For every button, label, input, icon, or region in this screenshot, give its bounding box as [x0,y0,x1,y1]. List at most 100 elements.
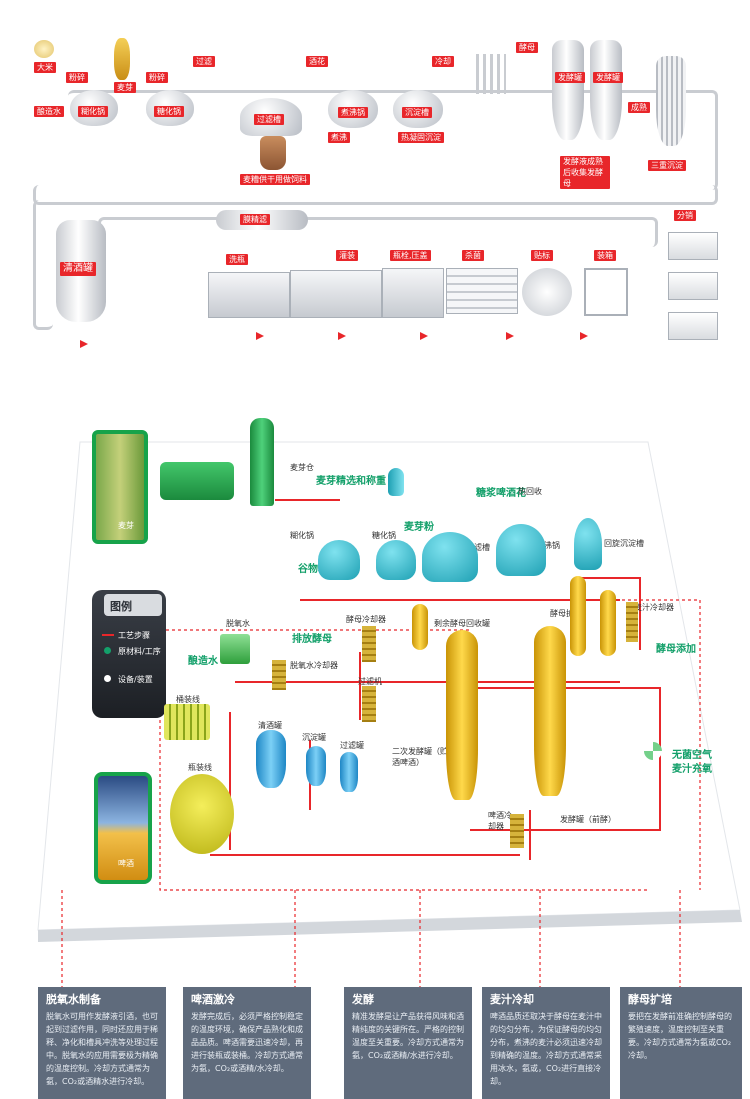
brewing-water-label: 酿造水 [188,656,218,667]
truck-1 [668,232,718,260]
label-deoxy-cooler: 脱氧水冷却器 [290,661,338,670]
pkg-capping-tag: 瓶栓,压盖 [390,250,431,261]
sterile-air-label: 无菌空气 [672,750,712,761]
desc-panel-wort-cool: 麦汁冷却 啤酒品质还取决于酵母在麦汁中的均匀分布，为保证酵母的均匀分布，煮沸的麦… [482,987,610,1099]
fermenter-2 [590,40,622,140]
desc-text: 要把在发酵前准确控制酵母的繁殖速度，温度控制至关重要。冷却方式通常为氨或CO₂冷… [628,1012,732,1060]
washer-machine [208,272,290,318]
yeast-recovery-tag: 发酵液成熟后收集发酵母 [560,156,610,189]
legend-dot-icon [104,647,111,654]
bottom-process-diagram: 麦芽 麦芽精选和称重 麦芽粉 谷物粉 糖浆啤 [0,390,750,1099]
pipe-membrane [98,217,658,247]
fermenter-2-tag: 发酵罐 [593,72,623,83]
desc-text: 发酵完成后，必须严格控制稳定的温度环境，确保产品熟化和成品品质。啤酒需要迅速冷却… [191,1012,303,1073]
label-kettle: 煮沸锅 [536,541,560,550]
label-hot-recovery: 热回收 [518,487,542,496]
desc-title: 麦汁冷却 [490,993,534,1006]
flow-arrow [338,332,346,340]
pipe-return [33,185,718,205]
desc-title: 发酵 [352,993,374,1006]
label-primary: 发酵罐（前酵） [560,815,616,824]
pkg-label-tag: 贴标 [531,250,553,261]
vessel-whirlpool [574,518,602,570]
hops-add-label: 糖浆啤酒花 [476,488,526,499]
label-lauter: 过滤槽 [466,543,490,552]
vessel-yeast-tank-1 [412,604,428,650]
mash-tun-tag: 糖化锅 [154,106,184,117]
flow-arrow [80,340,88,348]
desc-title: 啤酒激冷 [191,993,235,1006]
hot-trub-tag: 热凝固沉淀 [398,132,444,143]
whirlpool-tag: 沉淀槽 [402,107,432,118]
cereal-cooker-tag: 糊化锅 [78,106,108,117]
flow-arrow [506,332,514,340]
vessel-mash-pot [318,540,360,580]
water-tag: 酿造水 [34,106,64,117]
filler-machine [290,270,382,318]
flow-arrow [580,332,588,340]
fan-icon [644,742,662,760]
pkg-package-tag: 装箱 [594,250,616,261]
label-settle-tank: 沉淀罐 [302,733,326,742]
label-whirlpool: 回旋沉淀槽 [604,539,644,548]
label-wort-cooler: 麦汁冷却器 [634,603,674,612]
desc-title: 脱氧水制备 [46,993,101,1006]
vessel-clear-tank [256,730,286,788]
bright-tank-tag: 清酒罐 [60,262,96,276]
yeast-tag: 酵母 [516,42,538,53]
label-mash-pot: 糊化锅 [290,531,314,540]
beer-photo-label: 啤酒 [118,859,134,868]
settling-tank [656,56,686,146]
vessel-small-hopper [388,468,404,496]
label-beer-cooler: 啤酒冷却器 [488,811,512,831]
pkg-filling-tag: 洗瓶 [226,254,248,265]
boiling-tag: 煮沸 [328,132,350,143]
desc-text: 啤酒品质还取决于酵母在麦汁中的均匀分布，为保证酵母的均匀分布，煮沸的麦汁必须迅速… [490,1012,602,1086]
labeler-machine [522,268,572,316]
fermenter-1 [552,40,584,140]
truck-2 [668,272,718,300]
desc-panel-deoxy: 脱氧水制备 脱氧水可用作发酵液引酒，也可起到过滤作用，同时还应用于稀释、净化和槽… [38,987,166,1099]
label-yeast-cooler: 酵母冷却器 [346,615,386,624]
capper-machine [382,268,444,318]
label-rest-yeast: 剩余酵母回收罐 [434,619,490,628]
packer-machine [584,268,628,316]
label-ccv: 二次发酵罐（贮酒啤酒） [392,747,448,767]
beer-photo [94,772,152,884]
legend-item-material: 原材料/工序 [118,647,161,656]
kegging-line [164,704,210,740]
legend-dot-icon [104,675,111,682]
deoxy-unit [220,634,250,664]
vessel-yeast-prop-2 [600,590,616,656]
vessel-ccv-2 [534,626,566,796]
cooling-coil [476,54,506,94]
yeast-cooler-unit [362,626,376,662]
pkg-labeling-tag: 灌装 [336,250,358,261]
label-filter-tank: 过滤罐 [340,741,364,750]
legend-arrow-icon [102,634,114,636]
desc-panel-ferment: 发酵 精准发酵是让产品获得风味和酒精纯度的关键所在。严格的控制温度至关重要。冷却… [344,987,472,1099]
vessel-kettle [496,524,546,576]
spent-grain-tag: 麦糟供干用做饲料 [240,174,310,185]
malt-photo [92,430,148,544]
beer-cooler-unit [510,814,524,848]
top-process-diagram: 大米 麦芽 粉碎 粉碎 酿造水 糊化锅 糖化锅 过滤 过滤槽 麦糟供干用做饲料 … [28,10,723,388]
desc-text: 精准发酵是让产品获得风味和酒精纯度的关键所在。严格的控制温度至关重要。冷却方式通… [352,1012,464,1060]
malt-photo-label: 麦芽 [118,521,134,530]
flow-arrow [256,332,264,340]
label-mash-tun: 糖化锅 [372,531,396,540]
label-malt-silo: 麦芽仓 [290,463,314,472]
malt-tag: 麦芽 [114,82,136,93]
truck-3 [668,312,718,340]
pasteurizer-machine [446,268,518,314]
pkg-pasteurize-tag: 杀菌 [462,250,484,261]
yeast-add-label: 酵母添加 [656,644,696,655]
vessel-filter-tank [340,752,358,792]
distribution-tag: 分销 [674,210,696,221]
filter-machine-unit [362,686,376,722]
wort-kettle-tag: 煮沸锅 [338,107,368,118]
desc-panel-chill: 啤酒激冷 发酵完成后，必须严格控制稳定的温度环境，确保产品熟化和成品品质。啤酒需… [183,987,311,1099]
grind1-tag: 粉碎 [66,72,88,83]
bottling-line [170,774,234,854]
vessel-settle-tank [306,746,326,786]
